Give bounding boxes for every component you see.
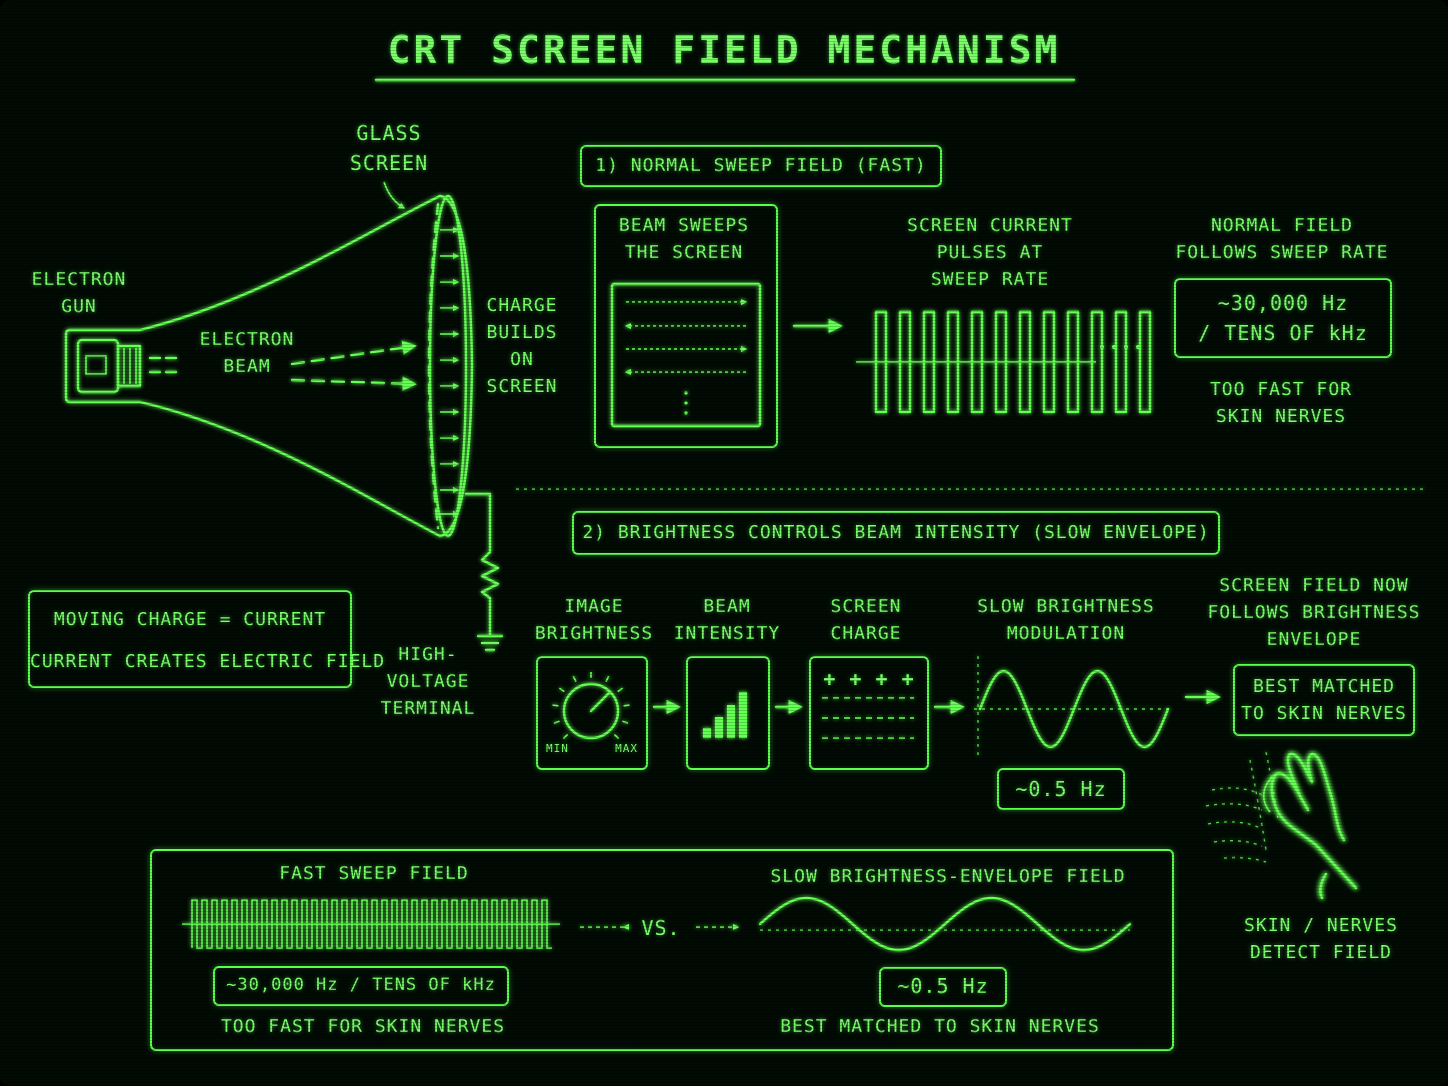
slow-field-note: BEST MATCHED TO SKIN NERVES — [780, 1016, 1100, 1037]
sweep-frequency-text: ~30,000 Hz/ TENS OF kHz — [1198, 291, 1368, 345]
section1-heading-box: 1) NORMAL SWEEP FIELD (FAST) — [580, 145, 942, 187]
sweep-frequency-box: ~30,000 Hz/ TENS OF kHz — [1174, 278, 1392, 358]
dial-tick — [618, 688, 623, 692]
vs-label: VS. — [641, 916, 681, 940]
electron-gun-anode — [118, 346, 140, 386]
slow-frequency: ~0.5 Hz — [897, 974, 989, 998]
charge-plus-signs: + + + + — [823, 667, 915, 691]
dial-max-label: MAX — [615, 742, 638, 755]
hv-resistor — [482, 552, 498, 634]
dial-tick — [624, 705, 630, 706]
field-wave-lines — [1206, 752, 1278, 862]
dial-tick — [614, 734, 618, 738]
brightness-dial-icon — [553, 672, 630, 739]
info-line: MOVING CHARGE = CURRENT — [53, 609, 327, 630]
continuation-dots — [1100, 345, 1140, 349]
glass-screen-face — [430, 196, 466, 536]
intensity-bars-icon — [703, 692, 747, 738]
dial-tick — [573, 676, 576, 681]
glass-screen-pointer — [384, 182, 406, 208]
electron-beam-upper — [292, 340, 417, 364]
fast-sweep-wave — [192, 900, 552, 948]
slow-frequency-box: ~0.5 Hz — [879, 967, 1007, 1007]
pulse-train — [876, 312, 1150, 412]
slow-field-title: SLOW BRIGHTNESS-ENVELOPE FIELD — [770, 866, 1126, 887]
fast-frequency: ~30,000 Hz / TENS OF kHz — [226, 975, 496, 995]
hand-icon — [1264, 754, 1356, 898]
fast-field-note: TOO FAST FOR SKIN NERVES — [220, 1016, 506, 1037]
section2-heading: 2) BRIGHTNESS CONTROLS BEAM INTENSITY (S… — [582, 522, 1210, 543]
screen-charge-box: + + + + — [809, 656, 929, 770]
dial-tick — [563, 734, 567, 738]
slow-envelope-wave — [760, 898, 1130, 950]
fast-field-title: FAST SWEEP FIELD — [279, 863, 469, 884]
dial-tick — [554, 721, 560, 723]
beam-sweeps-panel — [594, 204, 778, 448]
brightness-dial-box: MIN MAX — [536, 656, 648, 770]
tube-outline-top — [66, 196, 440, 334]
info-line: CURRENT CREATES ELECTRIC FIELD — [30, 651, 386, 672]
comparison-panel — [150, 849, 1174, 1051]
hv-wire — [466, 494, 490, 552]
dial-tick — [553, 705, 559, 706]
sweep-screen-inner — [612, 284, 760, 426]
fast-frequency-box: ~30,000 Hz / TENS OF kHz — [213, 966, 509, 1006]
screen-rim — [440, 196, 472, 536]
beam-intensity-box — [686, 656, 770, 770]
current-field-info-box: MOVING CHARGE = CURRENT CURRENT CREATES … — [28, 590, 386, 688]
electron-beam-lower — [292, 376, 417, 391]
slow-modulation-wave — [980, 671, 1168, 747]
section1-heading: 1) NORMAL SWEEP FIELD (FAST) — [595, 155, 927, 176]
electron-gun-cathode — [86, 356, 106, 374]
dial-tick — [559, 688, 564, 692]
dial-tick — [622, 721, 628, 723]
dial-tick — [606, 676, 609, 681]
dial-min-label: MIN — [546, 742, 569, 755]
electron-gun-body — [78, 340, 118, 392]
crt-tube-drawing — [66, 182, 502, 650]
modulation-frequency: ~0.5 Hz — [1015, 777, 1107, 801]
modulation-frequency-box: ~0.5 Hz — [997, 768, 1125, 810]
section2-heading-box: 2) BRIGHTNESS CONTROLS BEAM INTENSITY (S… — [572, 511, 1220, 555]
tube-outline-bottom — [66, 334, 440, 536]
charge-arrows — [440, 226, 460, 518]
charge-dashed-line — [429, 204, 438, 528]
page-title: CRT SCREEN FIELD MECHANISM — [387, 28, 1061, 72]
